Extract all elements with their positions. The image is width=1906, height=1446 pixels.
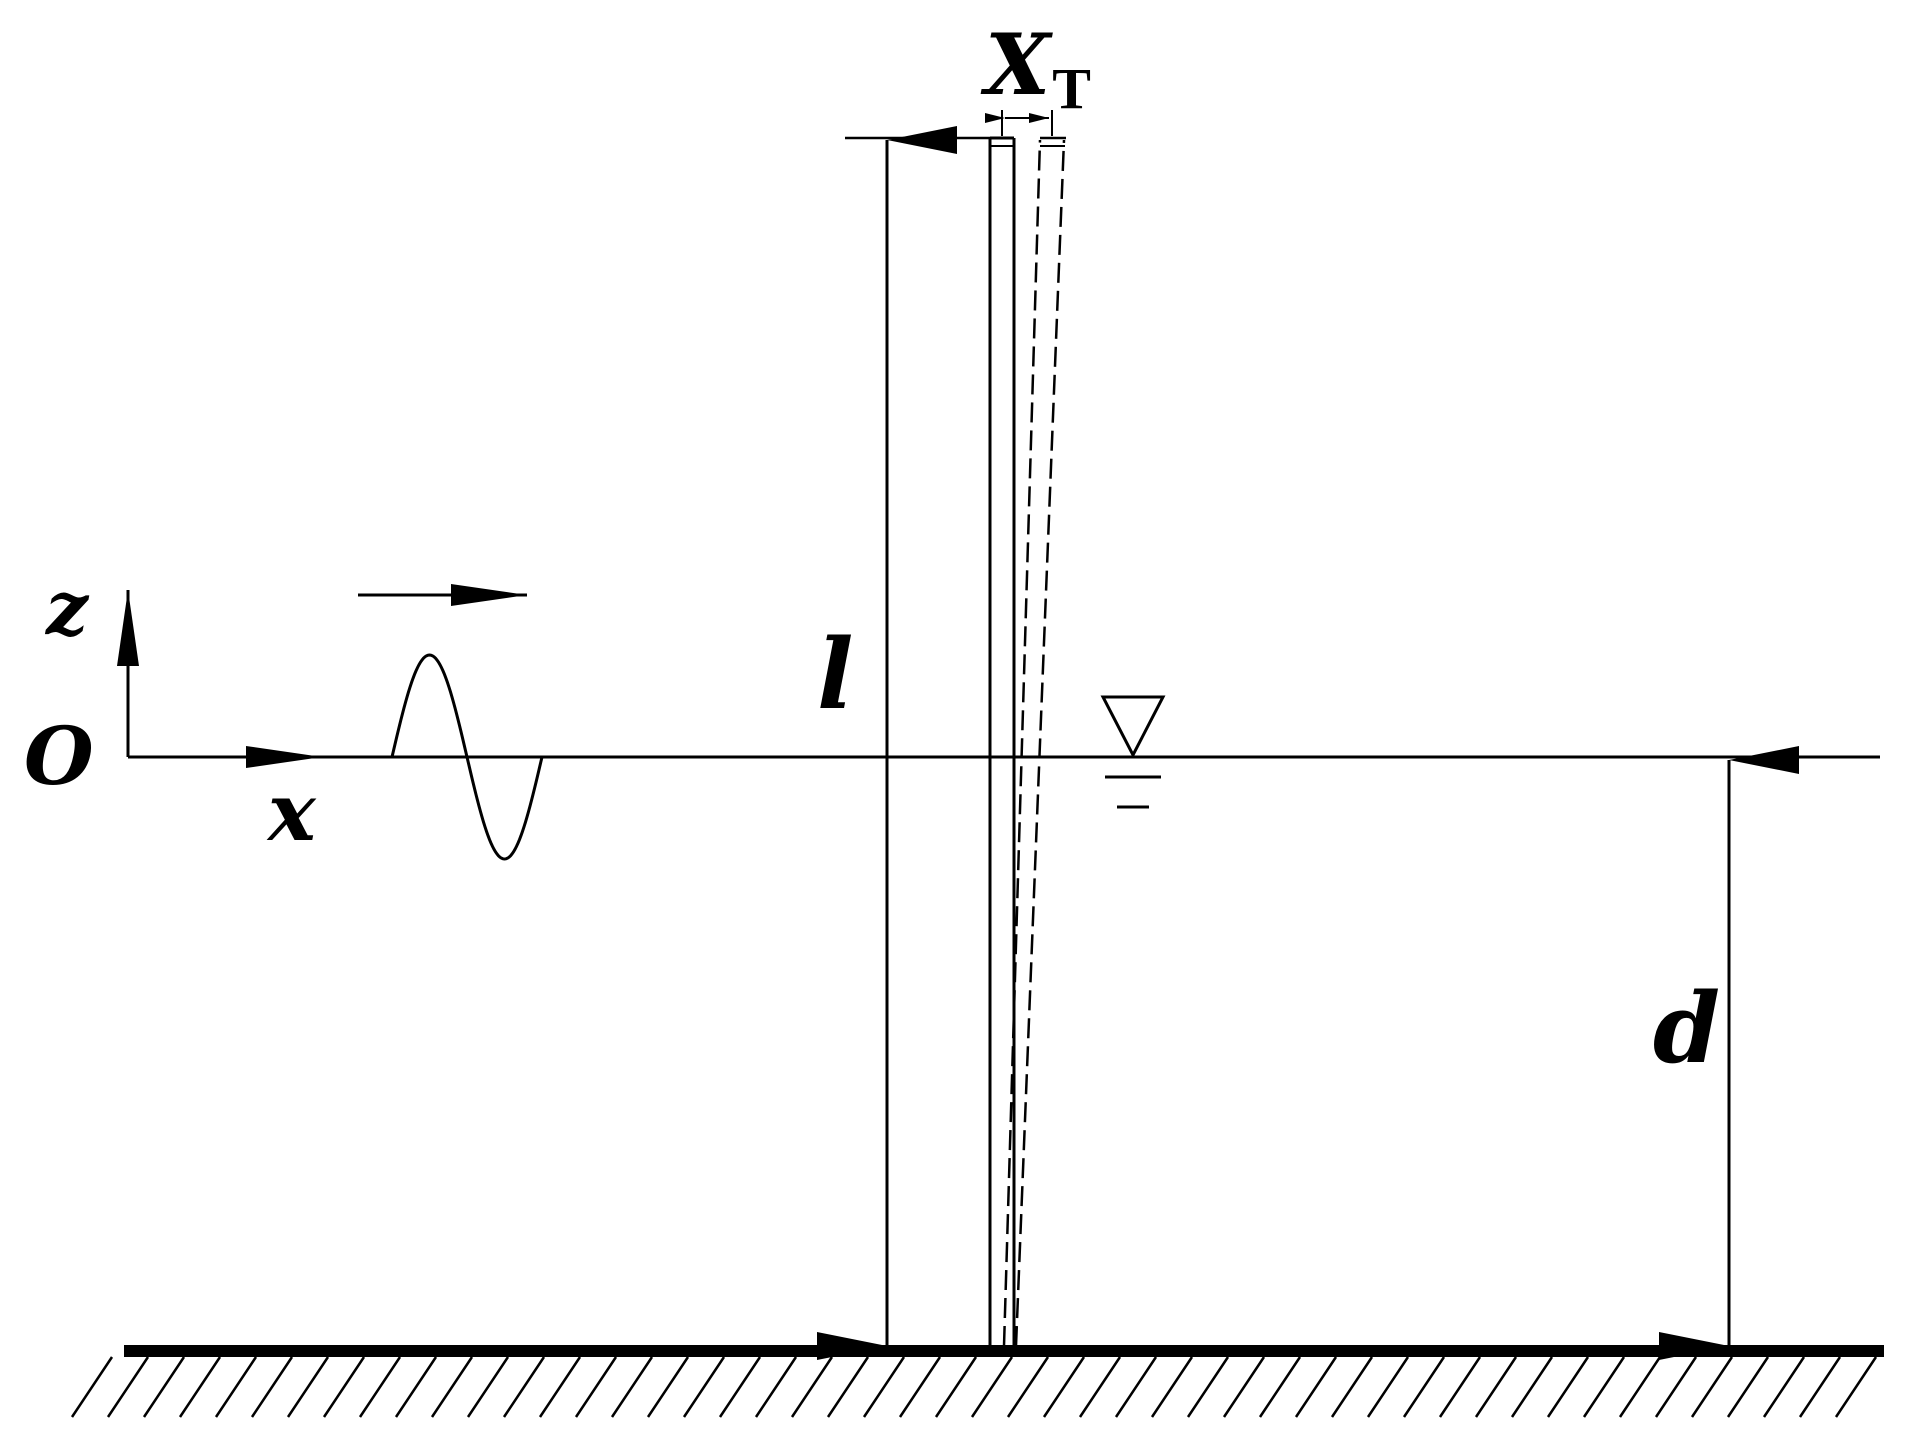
hatch-line [862,1356,906,1418]
hatch-line [1510,1356,1554,1418]
hatch-line [898,1356,942,1418]
hatch-line [970,1356,1014,1418]
hatch-line [1582,1356,1626,1418]
wave-curve [390,653,544,861]
hatch-line [142,1356,186,1418]
label-x: x [266,765,317,859]
seabed-hatching [70,1356,1878,1418]
hatch-line [826,1356,870,1418]
pile-deflected [1002,136,1066,1347]
dimension-l [817,125,990,1360]
hatch-line [430,1356,474,1418]
hatch-line [502,1356,546,1418]
hatch-line [1258,1356,1302,1418]
hatch-line [250,1356,294,1418]
hatch-line [1150,1356,1194,1418]
hatch-line [1186,1356,1230,1418]
hatch-line [1078,1356,1122,1418]
hatch-line [70,1356,114,1418]
hatch-line [394,1356,438,1418]
label-origin: O [24,709,94,803]
hatch-line [1114,1356,1158,1418]
label-xt: XT [980,15,1091,121]
hatch-line [106,1356,150,1418]
hatch-line [1006,1356,1050,1418]
hatch-line [1546,1356,1590,1418]
hatch-line [1366,1356,1410,1418]
hatch-line [466,1356,510,1418]
hatch-line [1222,1356,1266,1418]
incident-wave [358,584,544,861]
hatch-line [1474,1356,1518,1418]
hatch-line [1402,1356,1446,1418]
hatch-line [538,1356,582,1418]
hatch-line [1726,1356,1770,1418]
hatch-line [1690,1356,1734,1418]
hatch-line [1654,1356,1698,1418]
hatch-line [718,1356,762,1418]
hatch-line [322,1356,366,1418]
label-d: d [1653,972,1720,1085]
hatch-line [790,1356,834,1418]
hatch-line [610,1356,654,1418]
tip-displacement-dimension [985,110,1053,136]
hatch-line [646,1356,690,1418]
hatch-line [286,1356,330,1418]
hatch-line [214,1356,258,1418]
hatch-line [1330,1356,1374,1418]
hatch-line [934,1356,978,1418]
water-level-symbol [1100,695,1166,809]
hatch-line [1042,1356,1086,1418]
hatch-line [1798,1356,1842,1418]
hatch-line [682,1356,726,1418]
hatch-line [754,1356,798,1418]
hatch-line [178,1356,222,1418]
hatch-line [1618,1356,1662,1418]
hatch-line [1762,1356,1806,1418]
label-l: l [817,618,853,731]
hatch-line [1438,1356,1482,1418]
hatch-line [1294,1356,1338,1418]
label-z: z [44,566,90,652]
hatch-line [358,1356,402,1418]
pile-undeformed [988,136,1016,1347]
seabed [70,1345,1884,1418]
coordinate-axes [117,590,322,768]
hatch-line [574,1356,618,1418]
hatch-line [1834,1356,1878,1418]
